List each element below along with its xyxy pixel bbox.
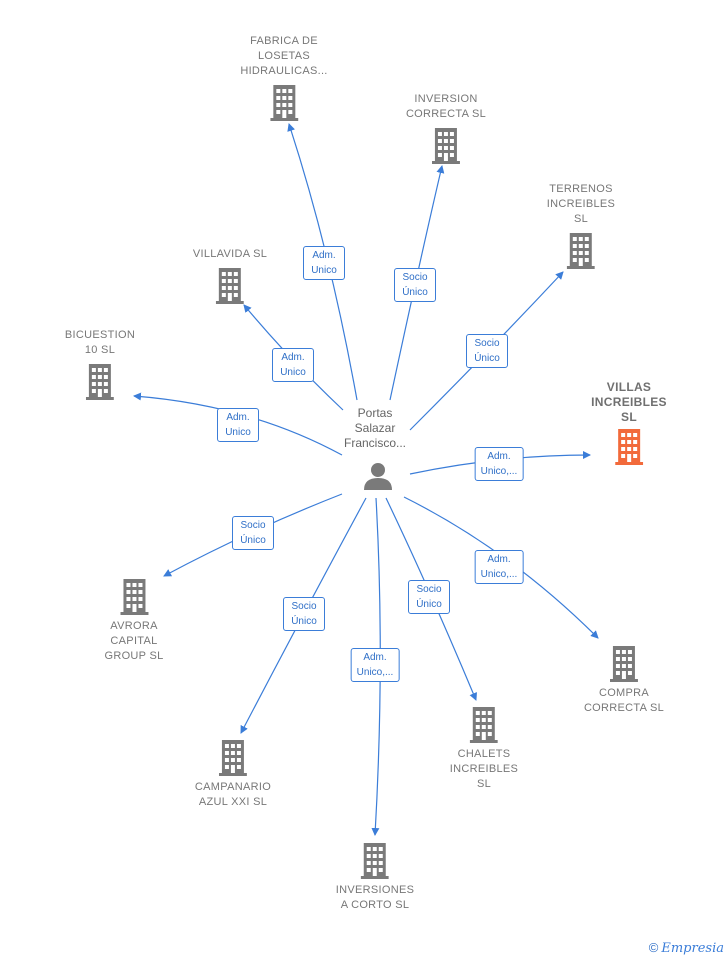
company-name: VILLAS INCREIBLES SL <box>591 380 667 424</box>
company-name: BICUESTION 10 SL <box>64 329 136 356</box>
person-name[interactable]: Portas Salazar Francisco... <box>343 406 407 450</box>
footer-brand[interactable]: ©Empresia <box>649 940 724 956</box>
company-name: COMPRA CORRECTA SL <box>583 687 665 714</box>
company-node-campanario[interactable]: CAMPANARIO AZUL XXI SL <box>195 740 271 810</box>
edge-label-fabrica[interactable]: Adm. Unico <box>303 246 345 280</box>
person-icon[interactable] <box>363 461 393 491</box>
building-icon <box>469 707 498 743</box>
company-node-bicuestion[interactable]: BICUESTION 10 SL <box>65 328 135 400</box>
copyright-symbol: © <box>648 940 659 955</box>
company-node-avrora[interactable]: AVRORA CAPITAL GROUP SL <box>104 579 163 664</box>
building-icon <box>85 364 114 400</box>
edge-label-terrenos[interactable]: Socio Único <box>466 334 508 368</box>
building-icon <box>361 843 389 879</box>
company-name: CHALETS INCREIBLES SL <box>449 748 519 790</box>
edge-label-compra[interactable]: Adm. Unico,... <box>474 550 524 584</box>
edge-label-villas[interactable]: Adm. Unico,... <box>474 447 524 481</box>
company-node-inversion-correcta[interactable]: INVERSION CORRECTA SL <box>406 92 486 164</box>
building-icon <box>215 268 244 304</box>
edge-label-campanario[interactable]: Socio Único <box>283 597 325 631</box>
building-icon <box>120 579 148 615</box>
company-name: INVERSION CORRECTA SL <box>405 93 487 120</box>
building-icon <box>270 85 298 121</box>
building-icon <box>610 646 638 682</box>
edge-label-villavida[interactable]: Adm. Unico <box>272 348 314 382</box>
edge-label-avrora[interactable]: Socio Único <box>232 516 274 550</box>
edge-label-inversion-correcta[interactable]: Socio Único <box>394 268 436 302</box>
company-node-inversiones-corto[interactable]: INVERSIONES A CORTO SL <box>336 843 415 913</box>
company-node-villas[interactable]: VILLAS INCREIBLES SL <box>591 380 667 465</box>
company-node-chalets[interactable]: CHALETS INCREIBLES SL <box>450 707 518 792</box>
company-name: AVRORA CAPITAL GROUP SL <box>104 620 164 662</box>
company-node-terrenos[interactable]: TERRENOS INCREIBLES SL <box>547 182 615 269</box>
edge-label-bicuestion[interactable]: Adm. Unico <box>217 408 259 442</box>
brand-logo: Empresia <box>661 941 724 956</box>
company-node-villavida[interactable]: VILLAVIDA SL <box>193 247 267 304</box>
edge-label-inversiones-corto[interactable]: Adm. Unico,... <box>350 648 400 682</box>
building-icon <box>615 429 643 465</box>
company-name: FABRICA DE LOSETAS HIDRAULICAS... <box>240 35 328 77</box>
edge-label-chalets[interactable]: Socio Único <box>408 580 450 614</box>
company-node-fabrica[interactable]: FABRICA DE LOSETAS HIDRAULICAS... <box>240 34 327 121</box>
company-name: CAMPANARIO AZUL XXI SL <box>194 781 272 808</box>
company-name: TERRENOS INCREIBLES SL <box>546 183 616 225</box>
building-icon <box>432 128 460 164</box>
company-name: VILLAVIDA SL <box>192 248 268 260</box>
building-icon <box>566 233 595 269</box>
company-name: INVERSIONES A CORTO SL <box>335 884 415 911</box>
building-icon <box>218 740 247 776</box>
company-node-compra[interactable]: COMPRA CORRECTA SL <box>584 646 664 716</box>
